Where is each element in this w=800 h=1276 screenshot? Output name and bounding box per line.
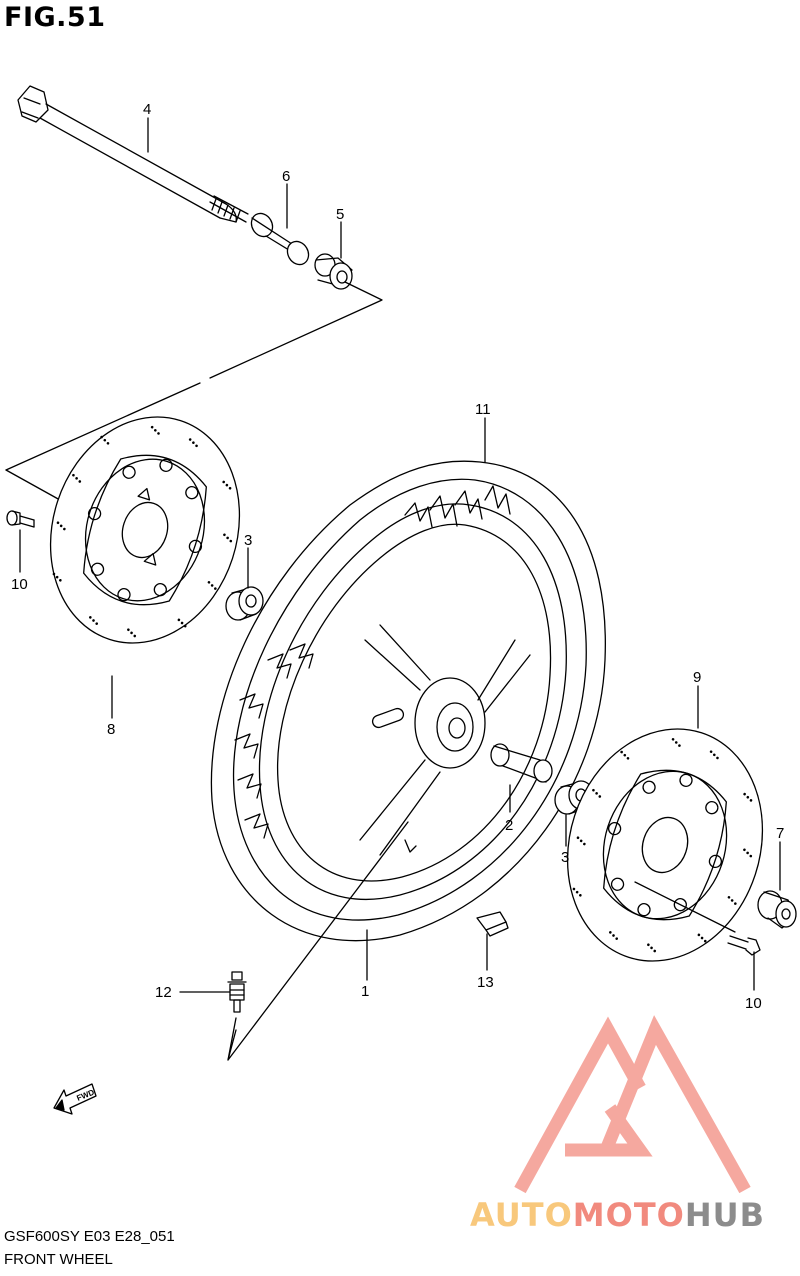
leader-lines: [19, 117, 781, 1061]
callout-13: 13: [477, 974, 494, 991]
spacer-sleeve: [250, 212, 310, 266]
front-wheel-assembly: [210, 460, 606, 942]
air-valve: [227, 971, 247, 1013]
watermark-part-hub: HUB: [684, 1196, 766, 1234]
callout-8: 8: [107, 721, 115, 738]
figure-title: FIG.51: [4, 2, 106, 33]
callout-5: 5: [336, 206, 344, 223]
callout-3a: 3: [244, 532, 252, 549]
collar: [314, 253, 353, 290]
axle-bolt: [17, 85, 249, 223]
forward-direction-arrow: [53, 1083, 97, 1115]
callout-10a: 10: [11, 576, 28, 593]
callout-1: 1: [361, 983, 369, 1000]
callout-3b: 3: [561, 849, 569, 866]
watermark-logo: [514, 1015, 751, 1194]
watermark-part-moto: MOTO: [572, 1196, 685, 1234]
watermark-brand: AUTOMOTOHUB: [470, 1196, 765, 1234]
right-disc-bolt: [727, 935, 761, 956]
callout-12: 12: [155, 984, 172, 1001]
watermark-part-auto: AUTO: [470, 1196, 573, 1234]
callout-4: 4: [143, 101, 151, 118]
left-disc-bolt: [6, 510, 35, 528]
right-collar: [757, 890, 797, 929]
callout-9: 9: [693, 669, 701, 686]
callout-labels: 1 2 3 3 4 5 6 7 8 9 10 10 11 12 13: [11, 101, 784, 1012]
model-code: GSF600SY E03 E28_051: [4, 1228, 175, 1245]
right-brake-disc: [566, 728, 764, 962]
left-bearing: [225, 586, 264, 621]
callout-6: 6: [282, 168, 290, 185]
wheel-spacer: [490, 743, 553, 783]
callout-7: 7: [776, 825, 784, 842]
callout-11: 11: [475, 401, 491, 418]
left-brake-disc: [49, 416, 241, 644]
balance-weight: [476, 911, 509, 937]
section-name: FRONT WHEEL: [4, 1251, 113, 1268]
callout-2: 2: [505, 817, 513, 834]
callout-10b: 10: [745, 995, 762, 1012]
